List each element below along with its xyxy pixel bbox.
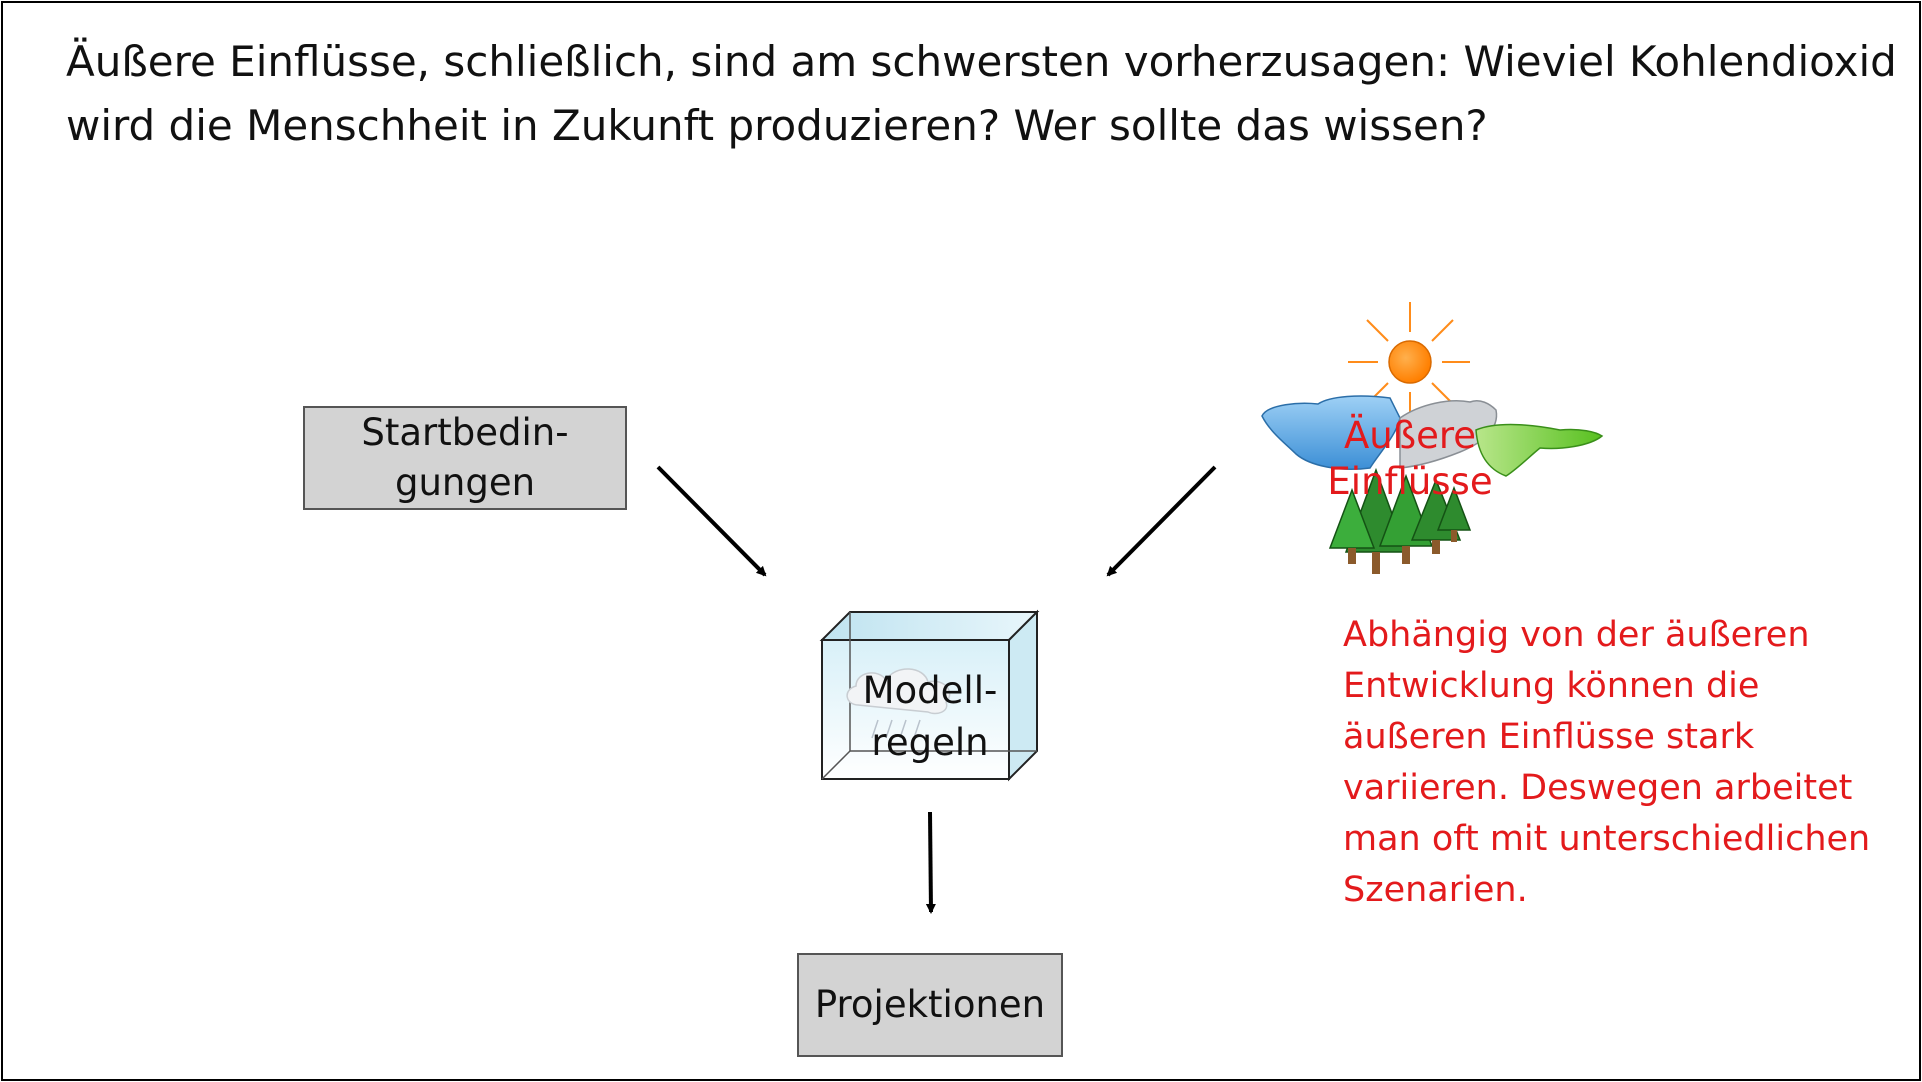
arrow-model-to-projections (925, 811, 936, 914)
start-conditions-box: Startbedin- gungen (303, 406, 627, 510)
external-influences-line-2: Einflüsse (1327, 460, 1493, 503)
start-conditions-line-1: Startbedin- (361, 411, 569, 454)
landscape-sun-trees-icon (1261, 302, 1604, 574)
glass-cube-cloud-icon (819, 609, 1040, 782)
scenario-note: Abhängig von der äußeren Entwicklung kön… (1343, 610, 1903, 916)
model-rules-line-1: Modell- (862, 669, 998, 712)
arrow-external-to-model (1106, 465, 1217, 577)
slide-heading: Äußere Einflüsse, schließlich, sind am s… (66, 30, 1897, 158)
arrow-start-to-model (656, 465, 767, 577)
heading-line-1: Äußere Einflüsse, schließlich, sind am s… (66, 37, 1897, 86)
model-rules-label: Modell- regeln (840, 665, 1020, 769)
start-conditions-line-2: gungen (394, 461, 536, 504)
note-line-5: man oft mit unterschiedlichen (1343, 819, 1871, 859)
external-influences-label: Äußere Einflüsse (1290, 413, 1530, 505)
model-rules-line-2: regeln (871, 721, 989, 764)
note-line-2: Entwicklung können die (1343, 666, 1760, 706)
external-influences-line-1: Äußere (1344, 414, 1476, 457)
trees-icon (1328, 467, 1472, 574)
projections-box: Projektionen (797, 953, 1063, 1057)
note-line-6: Szenarien. (1343, 870, 1528, 910)
note-line-4: variieren. Deswegen arbeitet (1343, 768, 1853, 808)
sun-icon (1348, 302, 1470, 420)
projections-label: Projektionen (814, 983, 1046, 1026)
note-line-1: Abhängig von der äußeren (1343, 615, 1810, 655)
note-line-3: äußeren Einflüsse stark (1343, 717, 1755, 757)
heading-line-2: wird die Menschheit in Zukunft produzier… (66, 101, 1488, 150)
